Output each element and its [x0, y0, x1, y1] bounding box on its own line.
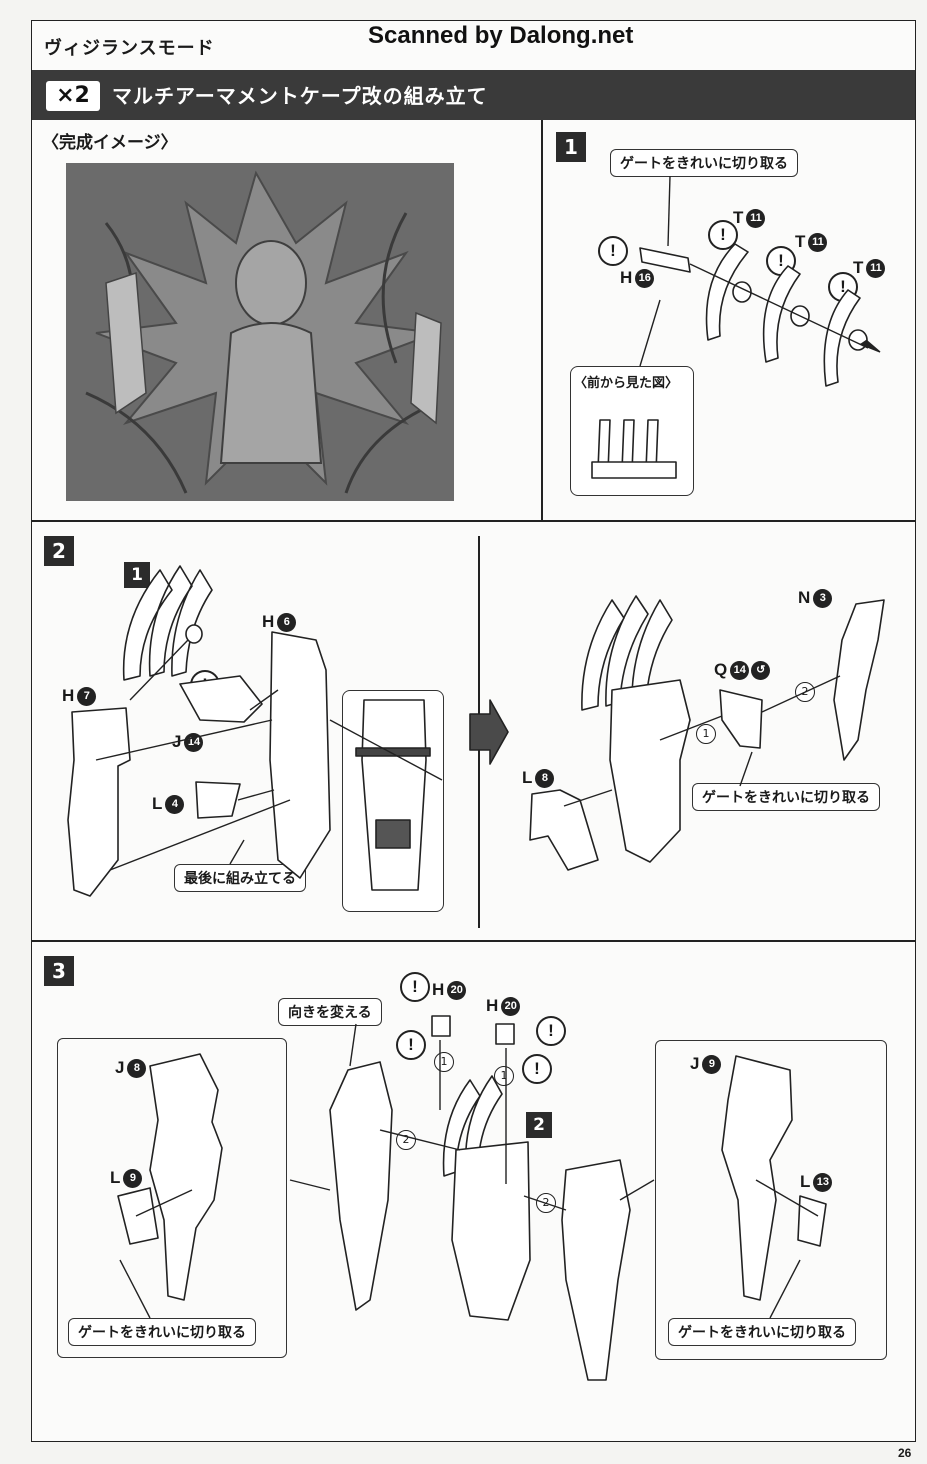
page-number: 26	[898, 1446, 912, 1460]
model-photo-illustration	[66, 163, 454, 501]
completed-image-label: 〈完成イメージ〉	[42, 133, 178, 153]
step-3-sequence-1: 1	[434, 1052, 454, 1072]
step-3-turn-callout: 向きを変える	[278, 998, 382, 1026]
warning-icon: !	[536, 1016, 566, 1046]
step-3-right-panel	[655, 1040, 887, 1360]
mode-title: ヴィジランスモード	[44, 38, 215, 59]
step-2-last-assembly-callout: 最後に組み立てる	[174, 864, 306, 892]
step-3-left-panel	[57, 1038, 287, 1358]
section-title: マルチアーマメントケープ改の組み立て	[112, 84, 488, 108]
tweezers-icon: ↺	[751, 661, 771, 681]
step-1-badge: 1	[556, 132, 586, 162]
step-3-left-gate-callout: ゲートをきれいに切り取る	[68, 1318, 256, 1346]
step-1-gate-callout: ゲートをきれいに切り取る	[610, 149, 798, 177]
warning-icon: !	[598, 236, 628, 266]
step-3-badge: 3	[44, 956, 74, 986]
section-title-bar	[32, 70, 915, 120]
divider-horizontal-2	[32, 940, 915, 942]
divider-horizontal-1	[32, 520, 915, 522]
divider-vertical-1	[541, 120, 543, 520]
warning-icon: !	[396, 1030, 426, 1060]
step-2-sequence-1: 1	[696, 724, 716, 744]
warning-icon: !	[400, 972, 430, 1002]
completed-model-photo	[66, 163, 454, 501]
step-3-right-gate-callout: ゲートをきれいに切り取る	[668, 1318, 856, 1346]
step-2-gate-callout: ゲートをきれいに切り取る	[692, 783, 880, 811]
step-2-badge: 2	[44, 536, 74, 566]
scan-watermark: Scanned by Dalong.net	[368, 22, 634, 49]
step-1-front-view-label: 〈前から見た図〉	[574, 376, 679, 391]
step-3-sequence-1: 1	[494, 1066, 514, 1086]
warning-icon: !	[522, 1054, 552, 1084]
quantity-badge: ×2	[46, 81, 100, 111]
step-2-ref-step-1: 1	[124, 562, 150, 588]
step-3-ref-step-2: 2	[526, 1112, 552, 1138]
